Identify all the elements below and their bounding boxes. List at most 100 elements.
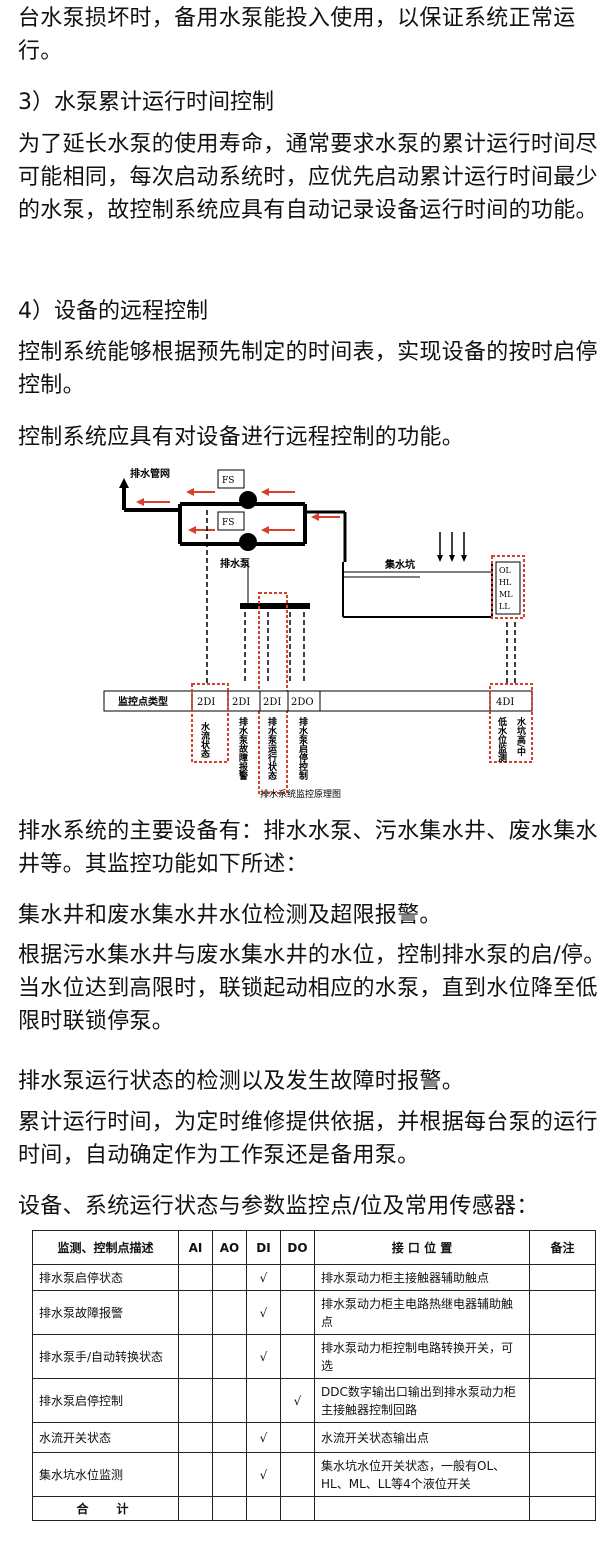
cell-do: √ (280, 1378, 315, 1423)
table-row: 排水泵启停控制 √ DDC数字输出口输出到排水泵动力柜主接触器控制回路 (32, 1378, 596, 1423)
cell-ao (212, 1378, 247, 1423)
cell-interface: 水流开关状态输出点 (314, 1422, 530, 1453)
paragraph: 为了延长水泵的使用寿命，通常要求水泵的累计运行时间尽可能相同，每次启动系统时，应… (18, 132, 598, 223)
header-ao: AO (212, 1230, 247, 1265)
paragraph: 设备、系统运行状态与参数监控点/位及常用传感器： (18, 1194, 539, 1219)
cell-note (529, 1334, 596, 1379)
cell-4di: 4DI (496, 697, 514, 708)
vert-label-startstop: 排水泵启停控制 (297, 716, 308, 781)
section-heading: 3）水泵累计运行时间控制 (18, 90, 274, 115)
cell-note (529, 1378, 596, 1423)
cell-ai (178, 1264, 213, 1291)
cell-ao (212, 1422, 247, 1453)
cell-total-note (529, 1496, 596, 1521)
level-hl: HL (499, 578, 512, 587)
header-desc: 监测、控制点描述 (32, 1230, 179, 1265)
cell-desc: 排水泵手/自动转换状态 (32, 1334, 179, 1379)
cell-ai (178, 1422, 213, 1453)
cell-2di-a: 2DI (197, 697, 215, 708)
cell-ai (178, 1452, 213, 1497)
cell-do (280, 1290, 315, 1335)
cell-2di-b: 2DI (232, 697, 250, 708)
paragraph: 累计运行时间，为定时维修提供依据，并根据每台泵的运行时间，自动确定作为工作泵还是… (18, 1110, 598, 1168)
header-di: DI (246, 1230, 281, 1265)
cell-note (529, 1264, 596, 1291)
cell-do (280, 1422, 315, 1453)
paragraph: 排水泵运行状态的检测以及发生故障时报警。 (18, 1069, 465, 1094)
diagram-caption: 排水系统监控原理图 (260, 788, 341, 800)
cell-total-interface (314, 1496, 530, 1521)
cell-ao (212, 1334, 247, 1379)
cell-note (529, 1422, 596, 1453)
cell-do (280, 1264, 315, 1291)
level-ll: LL (499, 602, 510, 611)
level-ol: OL (499, 566, 512, 575)
cell-do (280, 1452, 315, 1497)
drain-network-label: 排水管网 (130, 467, 170, 480)
cell-di: √ (246, 1264, 281, 1291)
cell-desc: 排水泵启停状态 (32, 1264, 179, 1291)
cell-di: √ (246, 1290, 281, 1335)
drainage-monitoring-diagram: 排水管网 FS FS 排水泵 集水坑 OL HL ML LL (103, 467, 533, 800)
fs-top-label: FS (222, 476, 234, 486)
cell-desc: 排水泵故障报警 (32, 1290, 179, 1335)
table-row: 排水泵手/自动转换状态 √ 排水泵动力柜控制电路转换开关，可选 (32, 1334, 596, 1379)
monitoring-point-table: 监测、控制点描述 AI AO DI DO 接 口 位 置 备注 排水泵启停状态 … (32, 1230, 596, 1521)
vert-label-run: 排水泵运行状态 (266, 716, 278, 781)
cell-interface: 集水坑水位开关状态，一般有OL、HL、ML、LL等4个液位开关 (314, 1452, 530, 1497)
header-ai: AI (178, 1230, 213, 1265)
cell-ai (178, 1334, 213, 1379)
cell-ai (178, 1290, 213, 1335)
paragraph: 控制系统能够根据预先制定的时间表，实现设备的按时启停控制。 (18, 340, 598, 398)
table-total-row: 合计 (32, 1496, 596, 1521)
cell-desc: 集水坑水位监测 (32, 1452, 179, 1497)
paragraph: 根据污水集水井与废水集水井的水位，控制排水泵的启/停。当水位达到高限时，联锁起动… (18, 943, 606, 1034)
cell-ao (212, 1264, 247, 1291)
cell-di: √ (246, 1452, 281, 1497)
section-heading: 4）设备的远程控制 (18, 299, 208, 324)
point-type-label: 监控点类型 (118, 695, 168, 708)
cell-ao (212, 1290, 247, 1335)
vert-label-fault: 排水泵故障报警 (237, 716, 248, 781)
paragraph: 台水泵损坏时，备用水泵能投入使用，以保证系统正常运行。 (18, 6, 576, 64)
cell-2do: 2DO (291, 697, 314, 708)
vert-label-high: 水坑高/中 (515, 716, 526, 757)
paragraph: 控制系统应具有对设备进行远程控制的功能。 (18, 425, 465, 450)
cell-interface: DDC数字输出口输出到排水泵动力柜主接触器控制回路 (314, 1378, 530, 1423)
cell-interface: 排水泵动力柜主电路热继电器辅助触点 (314, 1290, 530, 1335)
paragraph: 集水井和废水集水井水位检测及超限报警。 (18, 903, 442, 928)
cell-note (529, 1290, 596, 1335)
sump-label: 集水坑 (384, 558, 415, 571)
cell-total-do (280, 1496, 315, 1521)
cell-total-ai (178, 1496, 213, 1521)
cell-2di-c: 2DI (263, 697, 281, 708)
fs-bottom-label: FS (222, 518, 234, 528)
vert-label-flow: 水流状态 (199, 721, 210, 759)
cell-total-label: 合计 (32, 1496, 179, 1521)
cell-total-ao (212, 1496, 247, 1521)
table-row: 水流开关状态 √ 水流开关状态输出点 (32, 1422, 596, 1453)
cell-desc: 排水泵启停控制 (32, 1378, 179, 1423)
cell-di (246, 1378, 281, 1423)
header-note: 备注 (529, 1230, 596, 1265)
table-header-row: 监测、控制点描述 AI AO DI DO 接 口 位 置 备注 (32, 1230, 596, 1265)
cell-ao (212, 1452, 247, 1497)
vert-label-low: 低水位监测 (496, 716, 508, 763)
pump-label: 排水泵 (220, 557, 251, 570)
level-ml: ML (499, 590, 513, 599)
cell-di: √ (246, 1334, 281, 1379)
cell-desc: 水流开关状态 (32, 1422, 179, 1453)
table-row: 排水泵启停状态 √ 排水泵动力柜主接触器辅助触点 (32, 1264, 596, 1291)
cell-note (529, 1452, 596, 1497)
cell-di: √ (246, 1422, 281, 1453)
table-row: 排水泵故障报警 √ 排水泵动力柜主电路热继电器辅助触点 (32, 1290, 596, 1335)
cell-do (280, 1334, 315, 1379)
header-interface: 接 口 位 置 (314, 1230, 530, 1265)
header-do: DO (280, 1230, 315, 1265)
cell-interface: 排水泵动力柜主接触器辅助触点 (314, 1264, 530, 1291)
table-row: 集水坑水位监测 √ 集水坑水位开关状态，一般有OL、HL、ML、LL等4个液位开… (32, 1452, 596, 1497)
cell-interface: 排水泵动力柜控制电路转换开关，可选 (314, 1334, 530, 1379)
cell-total-di (246, 1496, 281, 1521)
cell-ai (178, 1378, 213, 1423)
paragraph: 排水系统的主要设备有：排水水泵、污水集水井、废水集水井等。其监控功能如下所述： (18, 819, 598, 877)
